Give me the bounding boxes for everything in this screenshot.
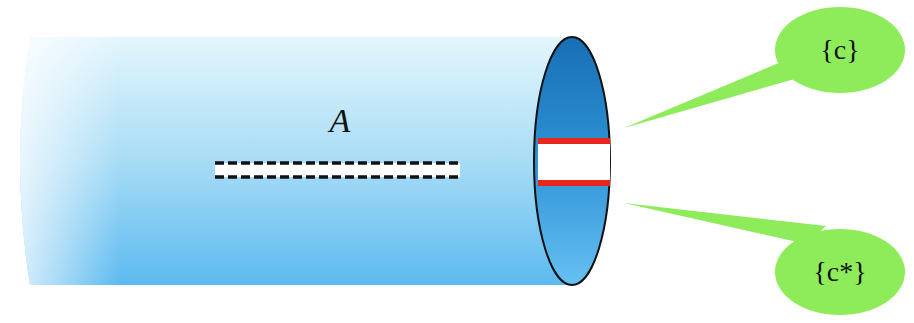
cut-edge-bottom — [538, 180, 610, 186]
slit-edge-bottom — [215, 175, 460, 179]
region-label: A — [330, 102, 351, 140]
cylinder-fade — [20, 37, 575, 285]
bubble-ellipse — [775, 7, 905, 93]
cut-edge-top — [538, 138, 610, 144]
boundary-cut — [538, 141, 610, 183]
cylinder-body — [20, 37, 575, 285]
bubble-tail — [624, 203, 826, 244]
slit — [215, 163, 460, 177]
bubble-ellipse — [775, 229, 905, 315]
speech-bubble: {c*} — [774, 228, 906, 316]
bubble-text: {c*} — [813, 256, 866, 288]
speech-bubble: {c} — [774, 6, 906, 94]
cylinder-end — [534, 37, 610, 285]
slit-edge-top — [215, 161, 460, 165]
bubble-text: {c} — [820, 34, 859, 66]
